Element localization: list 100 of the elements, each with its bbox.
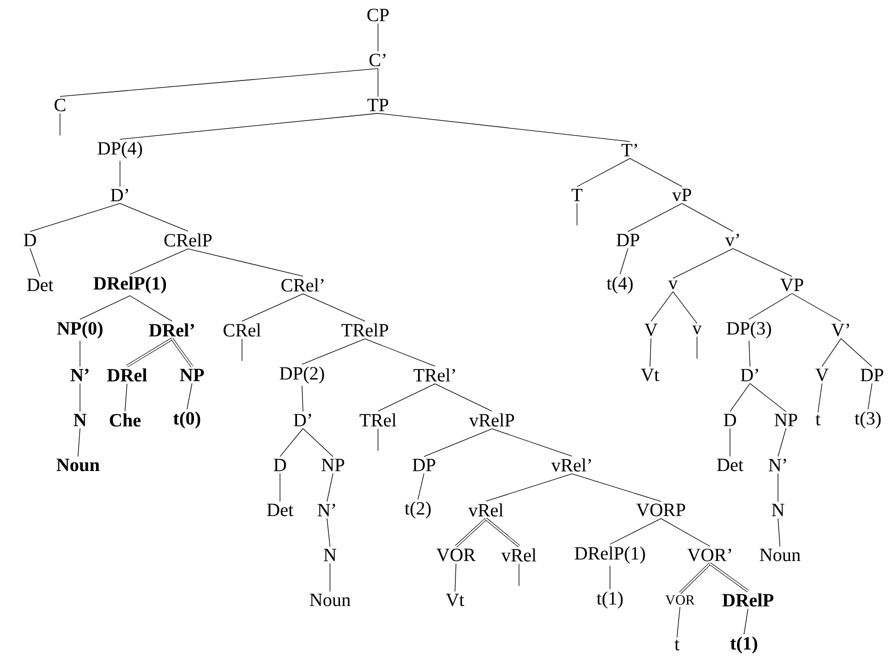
branch-line — [610, 518, 662, 545]
node-label: VORP — [636, 504, 686, 516]
node-label: VOR — [665, 595, 695, 605]
branch-line — [424, 428, 492, 457]
branch-line — [660, 518, 710, 547]
branch-line — [744, 608, 748, 635]
branch-line — [518, 564, 520, 586]
branch-line — [30, 203, 120, 232]
node-label: NP — [774, 414, 798, 426]
node-label: CRel — [224, 323, 261, 337]
node-label: C — [54, 98, 66, 112]
node-label: Det — [267, 504, 294, 516]
branch-line — [434, 384, 492, 412]
node-label: N’ — [70, 368, 88, 382]
branch-line — [750, 383, 786, 412]
node-label: CRel’ — [281, 278, 324, 292]
node-label: t — [816, 414, 820, 426]
node-label: VOR’ — [687, 548, 731, 562]
branch-line — [650, 291, 674, 322]
branch-line — [696, 336, 698, 359]
node-label: Vt — [446, 594, 464, 606]
branch-line — [454, 563, 456, 592]
node-label: D’ — [294, 414, 312, 426]
node-label: t(1) — [730, 636, 758, 654]
branch-line — [840, 338, 872, 367]
branch-line — [620, 248, 628, 275]
node-label: NP(0) — [57, 322, 102, 338]
node-label: DP — [616, 234, 640, 246]
node-label: N — [74, 414, 86, 426]
node-label: v — [668, 280, 678, 290]
node-label: VOR — [436, 548, 476, 562]
node-label: VP — [780, 278, 804, 292]
node-label: Vt — [640, 368, 660, 382]
branch-line — [748, 340, 750, 367]
branch-line — [682, 203, 734, 232]
node-label: t(4) — [606, 276, 633, 294]
node-label: Det — [27, 278, 54, 292]
branch-line — [679, 562, 711, 594]
branch-line — [80, 295, 130, 320]
node-label: N’ — [768, 458, 786, 472]
node-label: vP — [672, 188, 692, 202]
node-label: DRelP — [722, 593, 774, 607]
branch-line — [280, 428, 304, 457]
node-label: vRel’ — [551, 458, 591, 472]
branch-line — [676, 606, 680, 638]
branch-line — [486, 474, 572, 502]
branch-line — [778, 428, 786, 457]
branch-line — [364, 338, 436, 366]
branch-line — [302, 428, 334, 457]
branch-line — [378, 113, 630, 142]
node-label: DP(4) — [98, 142, 142, 158]
branch-line — [130, 248, 188, 275]
branch-line — [302, 385, 304, 412]
node-label: DRel — [107, 368, 147, 382]
node-label: Noun — [56, 458, 100, 472]
branch-line — [378, 384, 436, 412]
branch-line — [868, 383, 872, 410]
branch-line — [630, 158, 682, 187]
branch-line — [188, 248, 304, 276]
node-label: V — [815, 368, 829, 382]
node-label: N — [324, 548, 336, 562]
branch-line — [730, 383, 750, 412]
branch-line — [326, 518, 330, 547]
branch-line — [732, 248, 792, 277]
node-label: Noun — [760, 548, 800, 562]
node-label: NP — [322, 458, 344, 472]
node-label: Noun — [310, 594, 350, 606]
node-label: Che — [110, 413, 141, 427]
branch-line — [170, 338, 194, 368]
branch-line — [628, 203, 682, 232]
node-label: TRelP — [341, 323, 388, 337]
node-label: NP — [180, 368, 204, 382]
node-label: v — [692, 326, 702, 334]
node-label: t(3) — [854, 412, 881, 428]
branch-line — [124, 384, 128, 412]
node-label: D’ — [110, 188, 128, 202]
node-label: DRelP(1) — [574, 546, 645, 564]
node-label: D’ — [740, 368, 758, 382]
branch-line — [302, 294, 366, 322]
node-label: t — [674, 640, 680, 650]
node-label: DP(3) — [726, 322, 771, 338]
branch-line — [822, 338, 842, 367]
branch-line — [302, 338, 366, 365]
node-label: C’ — [369, 54, 386, 66]
branch-line — [672, 248, 734, 279]
node-label: D — [274, 458, 286, 472]
branch-line — [326, 473, 334, 502]
branch-line — [186, 383, 192, 410]
node-label: D — [24, 234, 36, 246]
branch-line — [120, 113, 378, 140]
branch-line — [748, 293, 792, 320]
node-label: T’ — [622, 144, 637, 156]
branch-line — [30, 248, 40, 277]
node-label: v’ — [725, 234, 739, 246]
node-label: TRel — [360, 413, 396, 427]
node-label: N — [772, 504, 784, 516]
branch-line — [60, 68, 378, 97]
branch-line — [455, 518, 487, 548]
branch-line — [576, 158, 630, 187]
branch-line — [650, 338, 652, 367]
